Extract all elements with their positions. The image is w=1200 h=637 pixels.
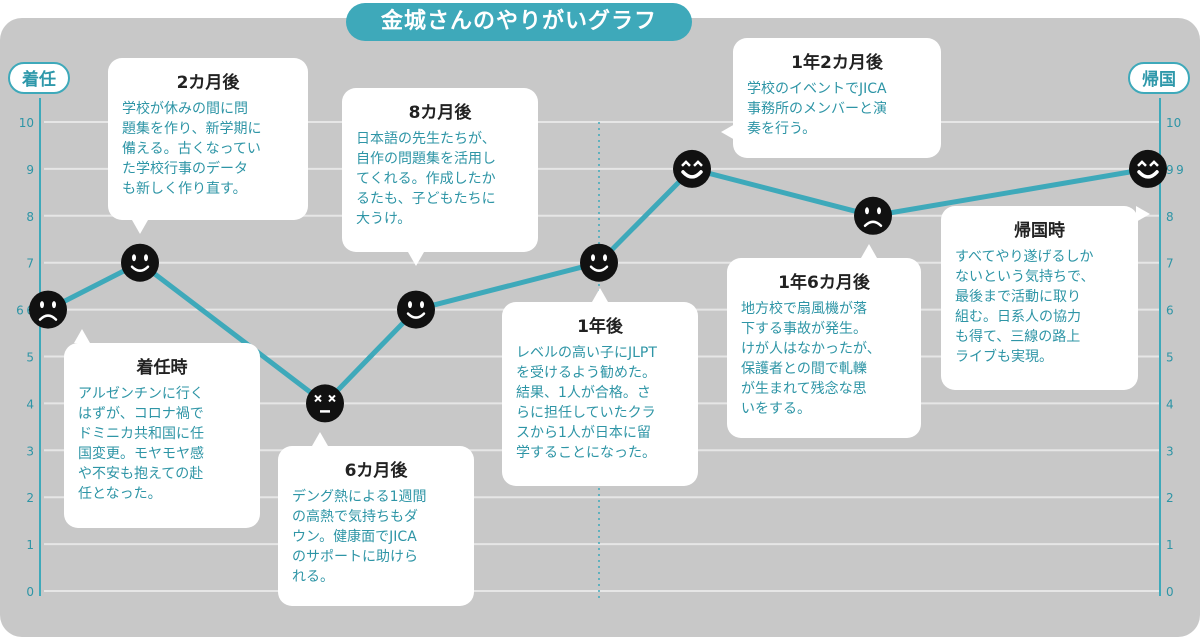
start-value-label: 6 [16,304,24,318]
note-title: 着任時 [136,358,188,378]
y-tick-label-left: 1 [26,538,34,552]
data-point-big-smile-face [673,149,711,188]
note-title: 1年2カ月後 [791,53,883,73]
note-title: 8カ月後 [408,103,472,123]
y-tick-label-right: 0 [1166,585,1174,599]
y-tick-label-left: 5 [26,351,34,365]
y-tick-label-right: 1 [1166,538,1174,552]
note-body: デング熱による1週間 の高熱で気持ちもダ ウン。健康面でJICA のサポートに助… [292,489,427,585]
note-title: 1年6カ月後 [778,273,870,293]
note-body: レベルの高い子にJLPT を受けるよう勧めた。 結果、1人が合格。さ らに担任し… [516,345,657,461]
data-point-happy-face [580,243,618,282]
y-tick-label-left: 3 [26,444,34,458]
chart-title: 金城さんのやりがいグラフ [346,3,692,41]
y-tick-label-right: 8 [1166,210,1174,224]
y-tick-label-right: 5 [1166,351,1174,365]
start-badge: 着任 [8,62,70,94]
note-title: 帰国時 [1014,221,1065,241]
note-card-3: 6カ月後 デング熱による1週間 の高熱で気持ちもダ ウン。健康面でJICA のサ… [278,432,474,606]
y-tick-label-right: 7 [1166,257,1174,271]
y-tick-label-right: 10 [1166,116,1181,130]
series-line [46,166,1149,406]
note-body: 学校が休みの間に問 題集を作り、新学期に 備える。古くなってい た学校行事のデー… [122,101,262,197]
y-tick-label-left: 0 [26,585,34,599]
note-card-7: 1年6カ月後 地方校で扇風機が落 下する事故が発生。 けが人はなかったが、 保護… [727,244,921,438]
note-card-8: 帰国時 すべてやり遂げるしか ないという気持ちで、 最後まで活動に取り 組む。日… [941,206,1150,390]
note-title: 1年後 [577,317,623,337]
note-body: 日本語の先生たちが、 自作の問題集を活用し てくれる。作成したか るたも、子ども… [356,131,496,227]
y-tick-label-right: 6 [1166,304,1174,318]
y-tick-label-right: 9 [1166,163,1174,177]
y-tick-label-left: 9 [26,163,34,177]
y-tick-label-left: 7 [26,257,34,271]
y-tick-label-left: 10 [19,116,34,130]
end-value-label: 9 [1176,163,1184,177]
note-title: 6カ月後 [344,461,408,481]
note-card-6: 1年2カ月後 学校のイベントでJICA 事務所のメンバーと演 奏を行う。 [721,38,941,158]
data-point-sad-face [854,196,892,235]
y-tick-label-right: 4 [1166,397,1174,411]
y-tick-label-left: 2 [26,491,34,505]
note-title: 2カ月後 [176,73,240,93]
data-point-sad-face [29,290,67,329]
data-point-dizzy-face [306,384,344,423]
note-body: 地方校で扇風機が落 下する事故が発生。 けが人はなかったが、 保護者との間で軋轢… [741,301,881,417]
note-card-2: 2カ月後 学校が休みの間に問 題集を作り、新学期に 備える。古くなってい た学校… [108,58,308,234]
y-tick-label-right: 2 [1166,491,1174,505]
note-card-4: 8カ月後 日本語の先生たちが、 自作の問題集を活用し てくれる。作成したか るた… [342,88,538,266]
note-card-5: 1年後 レベルの高い子にJLPT を受けるよう勧めた。 結果、1人が合格。さ ら… [502,288,698,486]
note-body: すべてやり遂げるしか ないという気持ちで、 最後まで活動に取り 組む。日系人の協… [955,249,1095,365]
y-tick-label-left: 4 [26,397,34,411]
note-body: アルゼンチンに行く はずが、コロナ禍で ドミニカ共和国に任 国変更。モヤモヤ感 … [78,386,204,502]
data-point-big-smile-face [1129,149,1167,188]
end-badge: 帰国 [1128,62,1190,94]
note-card-1: 着任時 アルゼンチンに行く はずが、コロナ禍で ドミニカ共和国に任 国変更。モヤ… [64,329,260,528]
data-point-happy-face [397,290,435,329]
note-body: 学校のイベントでJICA 事務所のメンバーと演 奏を行う。 [747,81,887,137]
y-tick-label-right: 3 [1166,444,1174,458]
data-point-happy-face [121,243,159,282]
y-tick-label-left: 8 [26,210,34,224]
